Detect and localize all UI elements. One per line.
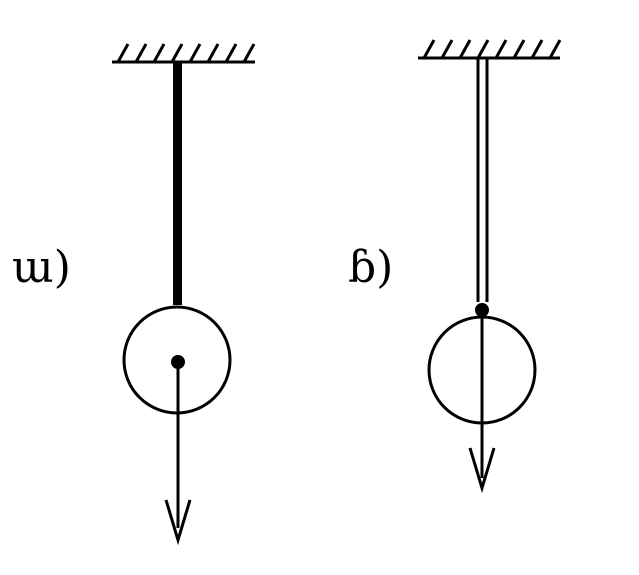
rod-left — [173, 62, 182, 305]
force-arrow-head-left — [164, 499, 192, 546]
panel-label-right: ɓ) — [348, 242, 393, 293]
panel-label-left: ɯ) — [12, 242, 71, 293]
force-arrow-head-right — [468, 447, 496, 494]
pendulum-right — [418, 39, 562, 494]
pendulum-left — [112, 43, 256, 546]
ceiling-hatch-left — [116, 43, 256, 63]
ceiling-hatch-right — [422, 39, 562, 59]
